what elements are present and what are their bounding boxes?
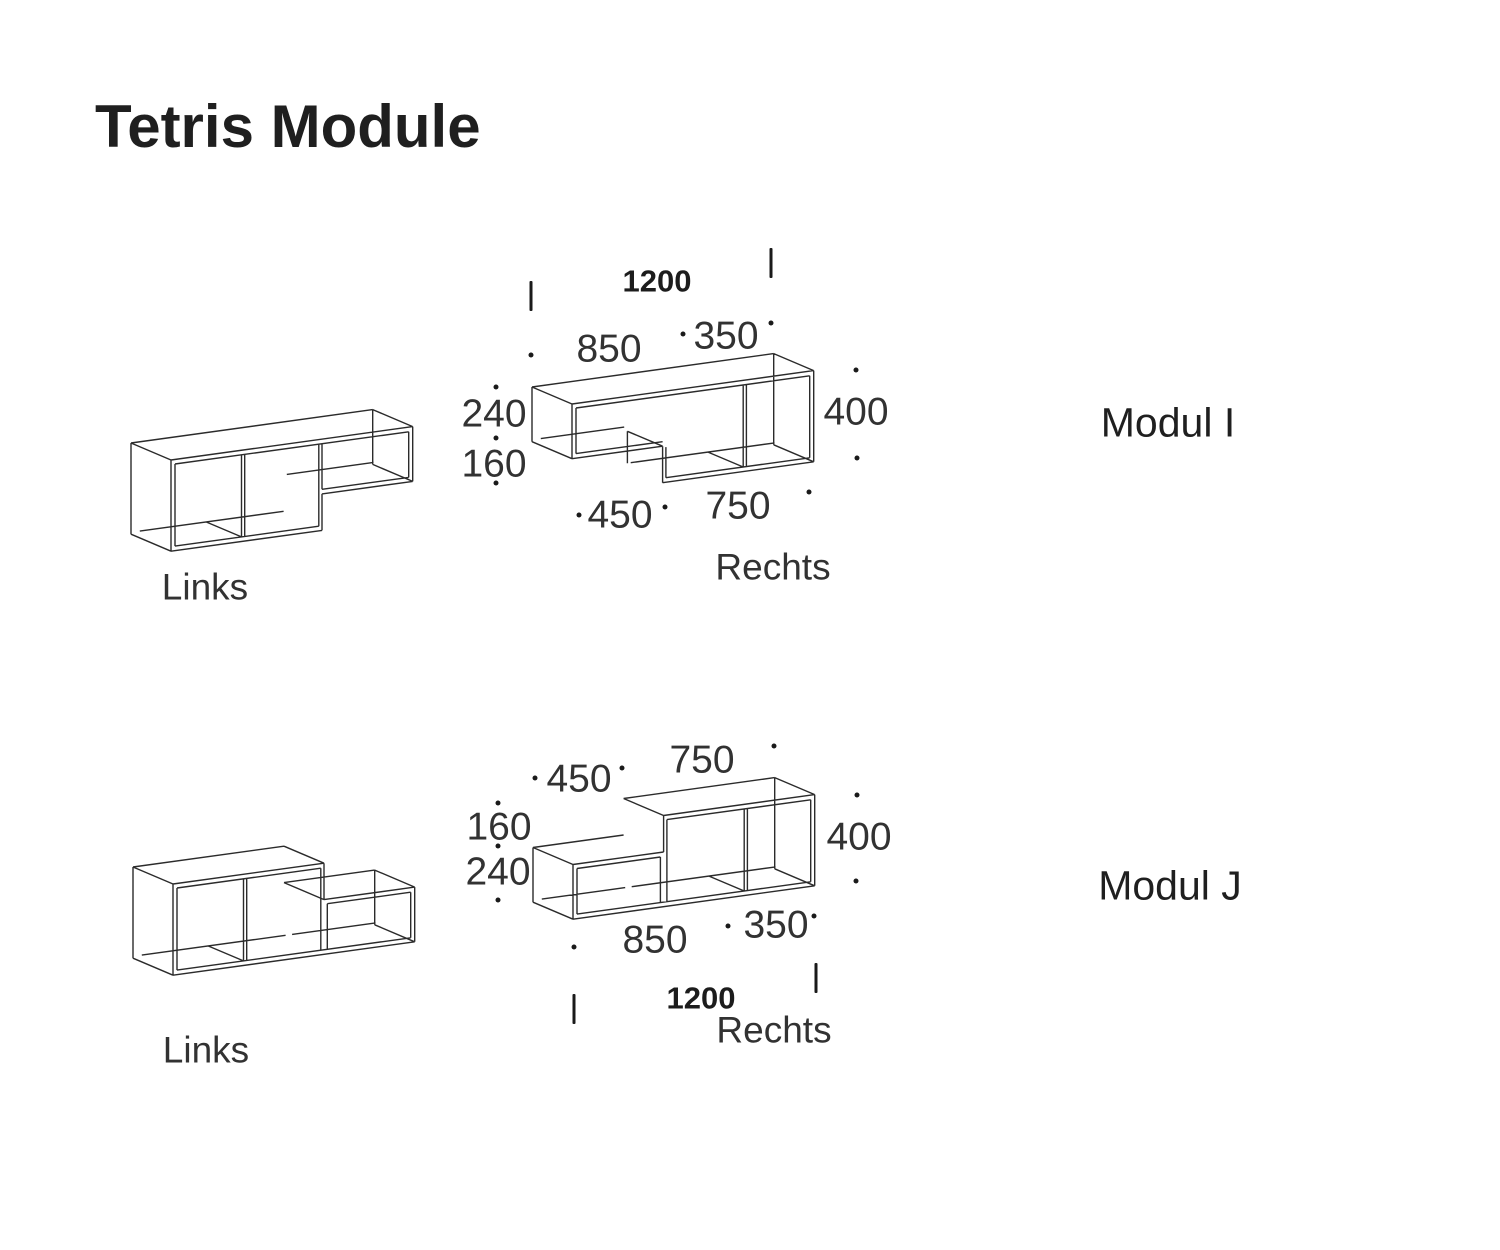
- dim-dot: [619, 765, 625, 771]
- dim-dot: [495, 843, 501, 849]
- shelf-lines: [532, 776, 816, 920]
- shelf-drawing-modul-j-links: [132, 845, 416, 976]
- dim-dot: [854, 792, 860, 798]
- dim-dot: [680, 331, 686, 337]
- dim-total-width: 1200: [622, 263, 692, 299]
- label-modul-j-links: Links: [162, 1029, 250, 1071]
- dim-tick: [529, 281, 533, 311]
- dim-dot: [771, 743, 777, 749]
- shelf-drawing-modul-i-rechts: [531, 352, 815, 484]
- dim-dot: [768, 320, 774, 326]
- dim-tick: [814, 963, 818, 993]
- dim-top-left: 450: [546, 757, 612, 801]
- dim-dot: [532, 775, 538, 781]
- dim-dot: [493, 384, 499, 390]
- dim-dot: [853, 367, 859, 373]
- page-title: Tetris Module: [95, 93, 481, 160]
- dim-dot: [576, 512, 582, 518]
- dim-dot: [493, 435, 499, 441]
- dim-top-left: 850: [576, 327, 642, 371]
- dim-dot: [662, 504, 668, 510]
- dim-dot: [528, 352, 534, 358]
- dim-dot: [495, 897, 501, 903]
- dim-dot: [811, 913, 817, 919]
- dim-dot: [725, 923, 731, 929]
- label-modul-i-rechts: Rechts: [715, 546, 831, 588]
- shelf-drawing-modul-j-rechts: [532, 776, 816, 920]
- dim-dot: [493, 480, 499, 486]
- shelf-drawing-modul-i-links: [130, 408, 414, 552]
- dim-bottom-right: 750: [705, 484, 771, 528]
- dim-dot: [571, 944, 577, 950]
- modul-j-name: Modul J: [1098, 862, 1242, 909]
- dim-right-side: 400: [823, 390, 889, 434]
- shelf-lines: [132, 845, 416, 976]
- dim-left-upper: 160: [466, 805, 532, 849]
- dim-bottom-left: 450: [587, 493, 653, 537]
- dim-tick: [572, 994, 576, 1024]
- dim-dot: [495, 800, 501, 806]
- dim-left-upper: 240: [461, 392, 527, 436]
- dim-dot: [854, 455, 860, 461]
- dim-right-side: 400: [826, 815, 892, 859]
- dim-bottom-left: 850: [622, 918, 688, 962]
- dim-left-lower: 240: [465, 850, 531, 894]
- dim-dot: [806, 489, 812, 495]
- modul-i-name: Modul I: [1100, 399, 1236, 446]
- dim-top-right: 750: [669, 738, 735, 782]
- dim-total-width: 1200: [666, 980, 736, 1016]
- shelf-lines: [531, 352, 815, 484]
- label-modul-i-links: Links: [161, 566, 249, 608]
- dim-tick: [769, 248, 773, 278]
- label-modul-j-rechts: Rechts: [716, 1009, 832, 1051]
- dim-top-right: 350: [693, 314, 759, 358]
- dim-left-lower: 160: [461, 442, 527, 486]
- dim-dot: [853, 878, 859, 884]
- shelf-lines: [130, 408, 414, 552]
- dim-bottom-right: 350: [743, 903, 809, 947]
